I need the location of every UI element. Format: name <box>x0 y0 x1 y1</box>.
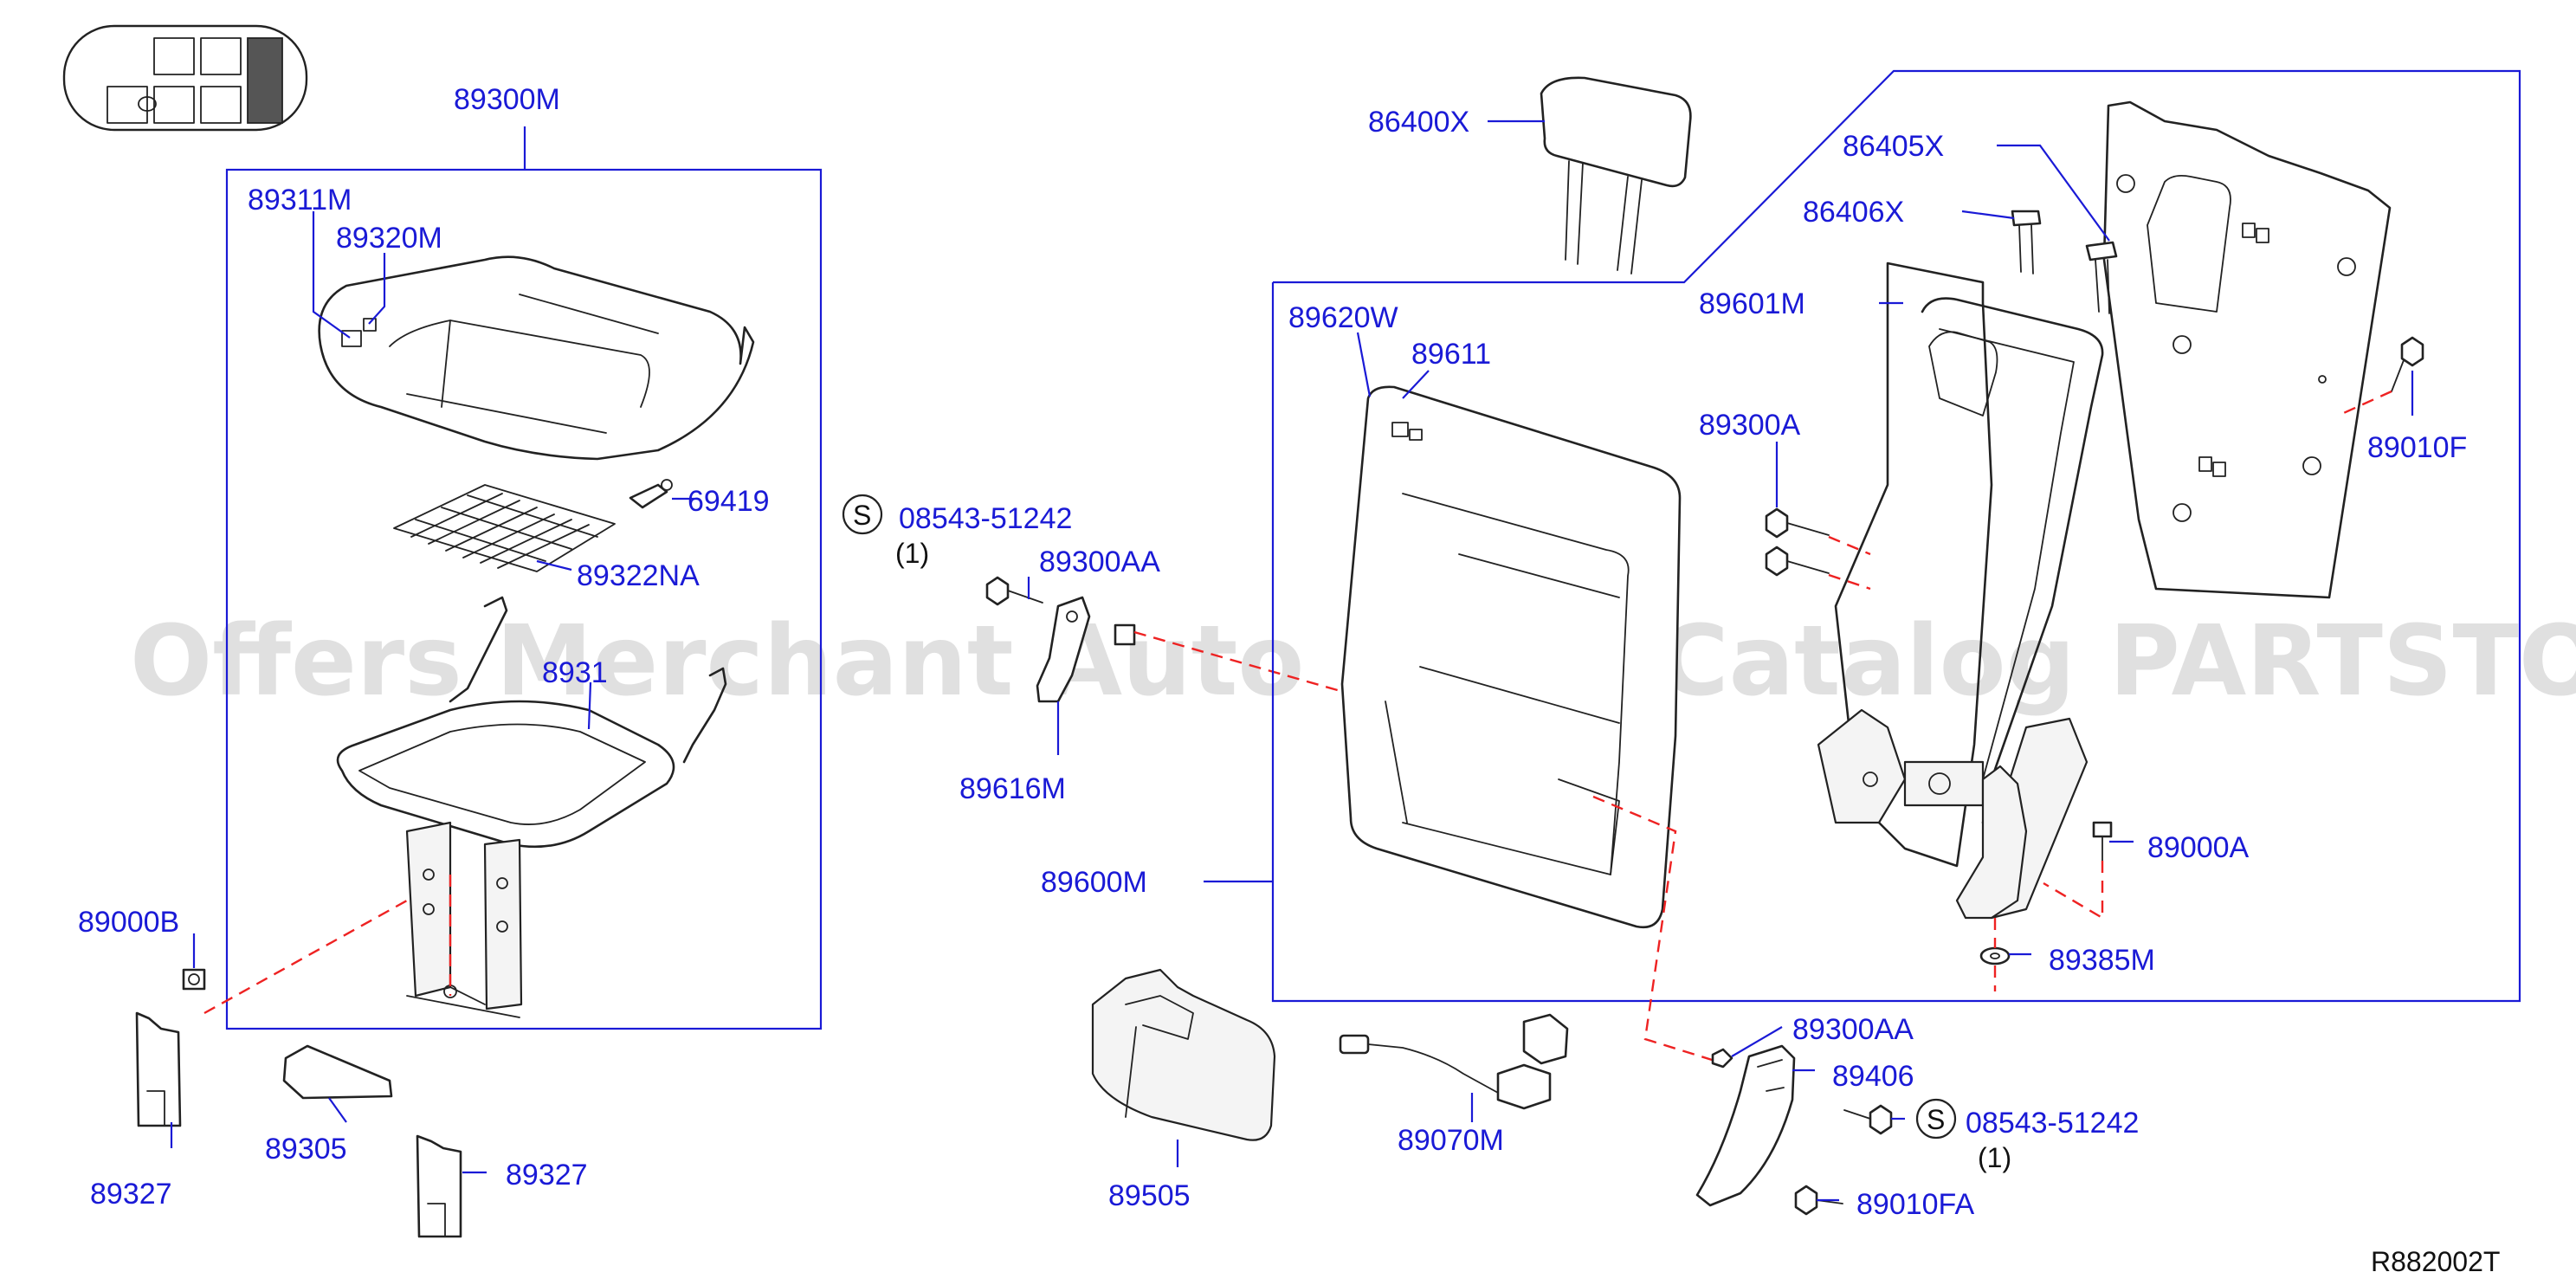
cover-89305[interactable] <box>282 1044 393 1100</box>
headrest-guide-86405X[interactable] <box>2085 241 2118 314</box>
label-89300AA-b[interactable]: 89300AA <box>1792 1013 1914 1046</box>
label-89600M[interactable]: 89600M <box>1041 866 1147 899</box>
cover-89406[interactable] <box>1695 1044 1796 1207</box>
label-89300M[interactable]: 89300M <box>454 83 560 116</box>
screw-spec-symbol-a: S <box>842 494 883 535</box>
label-89385M[interactable]: 89385M <box>2049 944 2155 977</box>
seat-back-group-frame <box>1204 69 2521 1003</box>
label-89406[interactable]: 89406 <box>1832 1060 1914 1093</box>
bolt-08543-a[interactable] <box>985 576 1043 606</box>
seat-back-pad[interactable] <box>1340 385 1682 929</box>
seat-cushion-frame[interactable] <box>336 596 727 1018</box>
clip-69419[interactable] <box>629 479 673 509</box>
label-89300A[interactable]: 89300A <box>1699 409 1801 442</box>
svg-text:S: S <box>853 500 871 531</box>
wire-harness-89070M[interactable] <box>1339 1013 1569 1110</box>
label-89616M[interactable]: 89616M <box>959 772 1066 805</box>
vehicle-seat-locator-icon <box>62 24 308 132</box>
label-69419[interactable]: 69419 <box>688 485 770 518</box>
headrest-guide-86406X[interactable] <box>2011 210 2042 274</box>
screw-spec-symbol-b: S <box>1915 1098 1957 1140</box>
label-89305[interactable]: 89305 <box>265 1133 347 1166</box>
headrest-86400X[interactable] <box>1540 76 1692 274</box>
bolt-89000B[interactable] <box>182 968 206 991</box>
cover-89327-right[interactable] <box>416 1134 462 1238</box>
diagram-reference-code: R882002T <box>2371 1246 2500 1277</box>
part-labels: 89300M 89311M 89320M 69419 89322NA 8931 … <box>78 83 2500 1277</box>
label-89320M[interactable]: 89320M <box>336 222 442 255</box>
label-08543-51242-b[interactable]: 08543-51242 <box>1966 1107 2139 1140</box>
label-89327-left[interactable]: 89327 <box>90 1178 172 1211</box>
leader-lines <box>170 119 2414 1202</box>
seat-module-89505[interactable] <box>1091 968 1276 1141</box>
label-89010F[interactable]: 89010F <box>2367 431 2467 464</box>
assembly-guides-left <box>203 875 452 1015</box>
seat-cushion-pad[interactable] <box>318 255 755 461</box>
cover-89327-left[interactable] <box>135 1011 182 1127</box>
label-89620W[interactable]: 89620W <box>1288 301 1398 334</box>
seat-back-frame[interactable] <box>1817 262 2104 920</box>
label-89611[interactable]: 89611 <box>1411 338 1491 371</box>
svg-text:S: S <box>1927 1104 1945 1135</box>
quantity-b: (1) <box>1978 1142 2011 1173</box>
label-89000A[interactable]: 89000A <box>2147 831 2250 864</box>
seat-back-board[interactable] <box>2102 100 2392 599</box>
bolts-89300A[interactable] <box>1765 507 1830 577</box>
washer-89300AA-a[interactable] <box>1114 623 1136 646</box>
washer-89300AA-b[interactable] <box>1711 1048 1733 1069</box>
assembly-guides-right <box>1592 390 2392 1065</box>
label-89070M[interactable]: 89070M <box>1398 1124 1504 1157</box>
quantity-a: (1) <box>895 538 929 569</box>
washer-89385M[interactable] <box>1979 946 2011 965</box>
label-89327-right[interactable]: 89327 <box>506 1159 588 1191</box>
seat-back-leg-bracket[interactable] <box>1955 765 2028 920</box>
bolt-89010FA[interactable] <box>1794 1185 1843 1216</box>
label-8931[interactable]: 8931 <box>542 656 608 689</box>
label-86405X[interactable]: 86405X <box>1843 130 1944 163</box>
bolt-89000A[interactable] <box>2092 821 2113 862</box>
bolt-89010F[interactable] <box>2391 336 2424 392</box>
bolt-08543-b[interactable] <box>1843 1104 1893 1135</box>
label-08543-51242-a[interactable]: 08543-51242 <box>899 502 1072 535</box>
label-89010FA[interactable]: 89010FA <box>1856 1188 1974 1221</box>
label-89601M[interactable]: 89601M <box>1699 287 1805 320</box>
label-89311M[interactable]: 89311M <box>248 184 352 216</box>
label-86400X[interactable]: 86400X <box>1368 106 1469 139</box>
seat-cushion-group-frame <box>225 126 823 1030</box>
label-89000B[interactable]: 89000B <box>78 906 179 939</box>
label-89300AA-a[interactable]: 89300AA <box>1039 546 1160 578</box>
label-89322NA[interactable]: 89322NA <box>577 559 700 592</box>
assembly-guide-middle <box>1133 630 1347 694</box>
spring-mat[interactable] <box>393 484 616 572</box>
label-86406X[interactable]: 86406X <box>1803 196 1904 229</box>
label-89505[interactable]: 89505 <box>1108 1179 1191 1212</box>
